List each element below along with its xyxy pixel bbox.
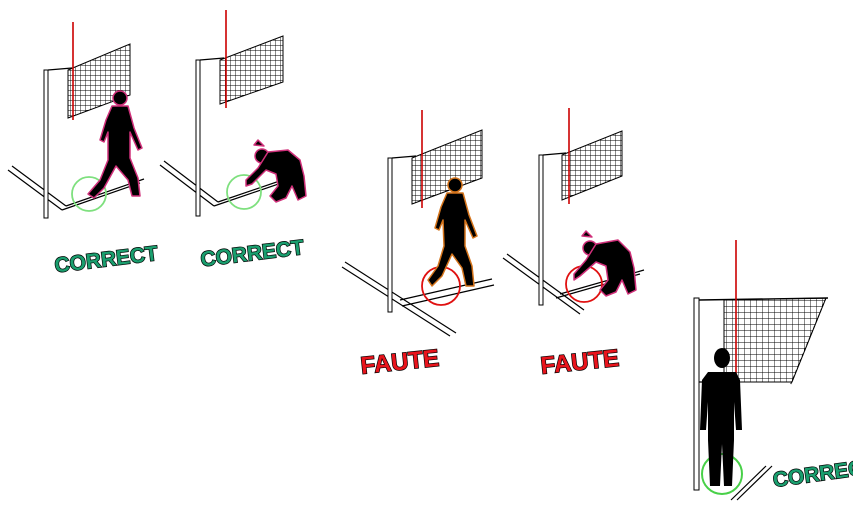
scene-3-fault: FAUTE [342,110,494,380]
verdict-label-faute: FAUTE [359,345,440,380]
scene-2-correct: CORRECT [160,10,306,272]
net [220,36,283,104]
net [562,131,622,200]
scene-1-correct: CORRECT [8,22,159,278]
verdict-label-faute: FAUTE [539,345,620,380]
scene-4-fault: FAUTE [503,108,644,380]
player-crouching-silhouette [246,140,306,202]
verdict-label-correct: CORRECT [53,242,159,278]
net [724,298,826,382]
player-crouching-silhouette [574,231,636,296]
line-contact-circle [702,454,742,494]
court-lines [731,466,772,500]
verdict-label-correct: CORRECT [199,236,305,272]
net-post [694,298,699,490]
scene-5-correct: CORRECT [694,240,853,500]
verdict-label-correct: CORRECT [772,455,853,492]
